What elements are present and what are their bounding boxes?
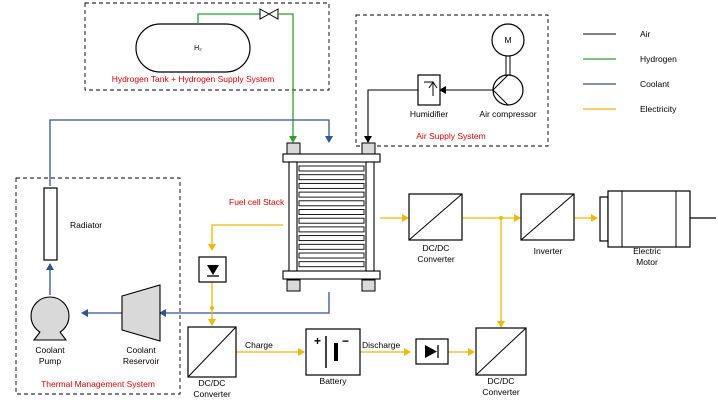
coolant-reservoir-label-1: Coolant: [126, 345, 156, 355]
h2-label: H₂: [194, 45, 202, 52]
elec-stack-to-diode: [208, 224, 283, 251]
fuel-cell-stack-icon: [282, 142, 381, 292]
air-line-humidifier-to-stack: [364, 89, 418, 143]
radiator-label: Radiator: [70, 220, 102, 230]
coolant-pump-label-1: Coolant: [35, 345, 65, 355]
stack-plate: [298, 252, 365, 259]
stack-plate: [298, 261, 365, 268]
dcdc-batt-label-1: DC/DC: [199, 378, 226, 388]
charge-label: Charge: [245, 340, 273, 350]
elec-junction-dot: [499, 216, 503, 220]
diode-left-icon: [198, 256, 227, 283]
stack-plate: [298, 235, 365, 242]
battery-label: Battery: [320, 376, 348, 386]
inverter-icon: [520, 193, 575, 241]
hydrogen-system-label: Hydrogen Tank + Hydrogen Supply System: [112, 74, 275, 84]
coolant-pump-label-2: Pump: [39, 356, 61, 366]
legend-hydrogen-label: Hydrogen: [640, 54, 677, 64]
coolant-line-to-stack: [49, 119, 333, 186]
stack-plate: [298, 209, 365, 215]
stack-plate: [298, 191, 365, 198]
dcdc-top-label-1: DC/DC: [423, 243, 450, 253]
thermal-system-label: Thermal Management System: [41, 379, 155, 389]
dcdc-converter-battery-icon: [187, 326, 237, 378]
electric-motor-m-icon: M: [491, 23, 525, 57]
stack-plate: [298, 182, 365, 189]
svg-text:M: M: [504, 35, 511, 45]
coolant-pump-icon: [30, 296, 70, 341]
valve-icon: [259, 8, 279, 20]
hydrogen-tank: [135, 23, 251, 73]
inverter-label: Inverter: [534, 246, 563, 256]
coolant-reservoir-label-2: Reservoir: [123, 356, 160, 366]
humidifier-label: Humidifier: [410, 109, 448, 119]
dcdc-right-label-1: DC/DC: [488, 376, 515, 386]
fuel-cell-stack-label: Fuel cell Stack: [229, 197, 285, 207]
air-compressor-label: Air compressor: [479, 109, 536, 119]
h2-line-tank-to-valve: [197, 13, 260, 24]
coolant-reservoir-icon: [121, 284, 161, 342]
battery-icon: + −: [305, 328, 361, 376]
air-system-label: Air Supply System: [416, 131, 485, 141]
stack-plate: [298, 243, 365, 250]
electric-motor-label-2: Motor: [636, 257, 658, 267]
dcdc-converter-right-icon: [475, 327, 527, 376]
stack-plate: [298, 174, 365, 181]
air-compressor-icon: [492, 74, 524, 106]
dcdc-top-label-2: Converter: [417, 254, 454, 264]
elec-junction-dot: [210, 306, 214, 310]
dcdc-converter-top-icon: [408, 193, 463, 241]
legend-coolant-label: Coolant: [640, 79, 670, 89]
stack-plate: [298, 200, 365, 207]
stack-plate: [298, 217, 365, 224]
electric-motor-icon: [599, 190, 716, 248]
diode-right-icon: [415, 338, 449, 365]
svg-text:−: −: [342, 334, 349, 348]
dcdc-batt-label-2: Converter: [193, 389, 230, 399]
h2-line-to-stack: [278, 13, 297, 143]
coolant-line-stack-to-reservoir: [159, 292, 330, 317]
legend: Air Hydrogen Coolant Electricity: [583, 29, 677, 114]
legend-air-label: Air: [640, 29, 651, 39]
legend-electricity-label: Electricity: [640, 104, 677, 114]
stack-plate: [298, 165, 365, 172]
stack-plate: [298, 226, 365, 233]
humidifier-icon: [417, 74, 441, 106]
radiator-icon: [43, 187, 58, 261]
thermal-system-box: [15, 177, 181, 395]
hydrogen-system-box: [84, 2, 330, 91]
svg-text:+: +: [314, 334, 321, 348]
electric-motor-label-1: Electric: [633, 246, 662, 256]
dcdc-right-label-2: Converter: [482, 387, 519, 397]
discharge-label: Discharge: [362, 340, 401, 350]
